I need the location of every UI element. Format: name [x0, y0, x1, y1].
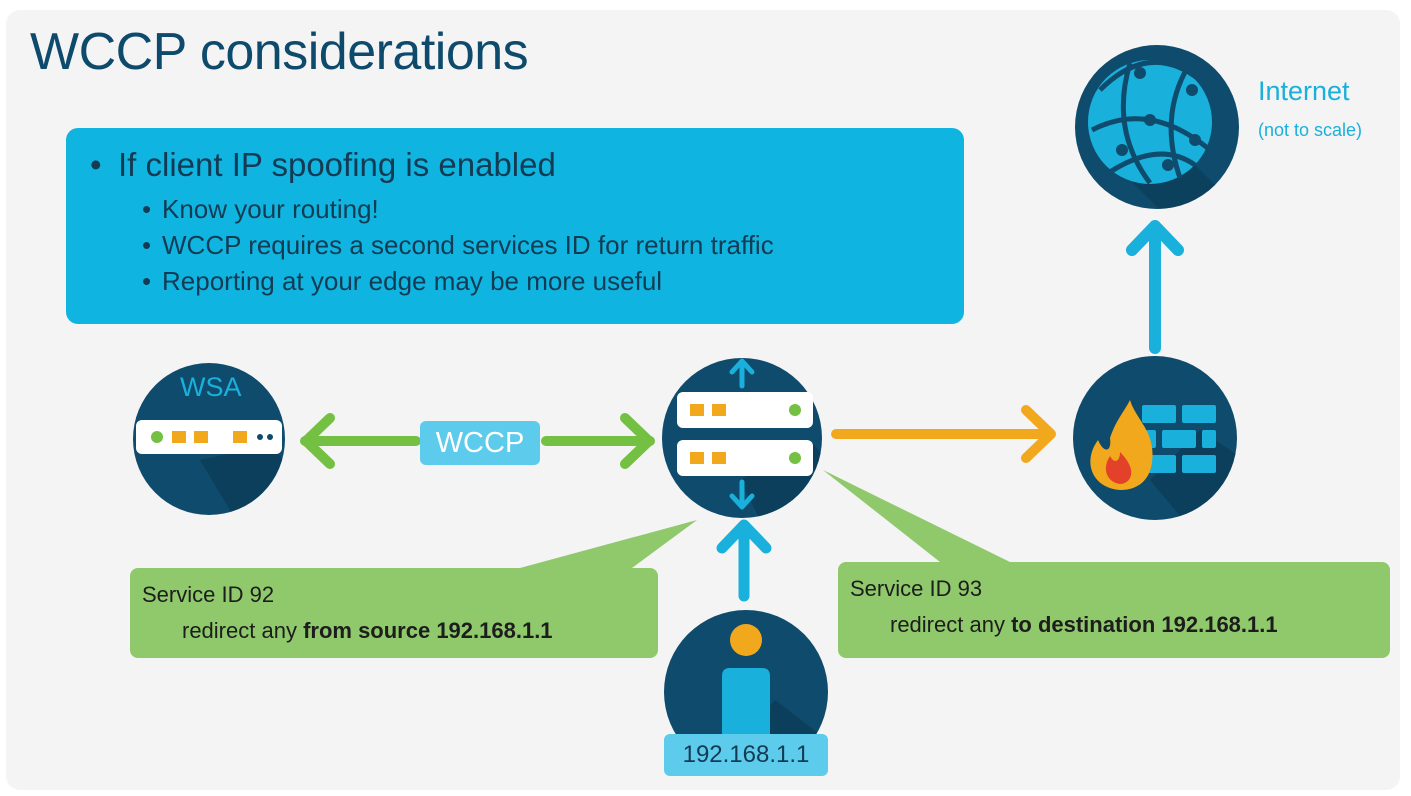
arrow-up-from-client — [716, 519, 772, 602]
service-92-rule: redirect any from source 192.168.1.1 — [182, 618, 553, 644]
main-bullet: •If client IP spoofing is enabled — [90, 146, 556, 183]
firewall-icon — [1073, 356, 1237, 520]
service-92-bold: from source 192.168.1.1 — [303, 618, 553, 643]
sub-bullet: •Reporting at your edge may be more usef… — [142, 266, 663, 296]
wccp-bidirectional-arrow — [300, 413, 655, 469]
main-bullet-text: If client IP spoofing is enabled — [118, 146, 556, 183]
service-93-rule: redirect any to destination 192.168.1.1 — [890, 612, 1278, 638]
callout-93-pointer — [823, 470, 1010, 562]
service-92-title: Service ID 92 — [142, 582, 275, 607]
service-93-title: Service ID 93 — [850, 576, 983, 601]
sub-bullet: •Know your routing! — [142, 194, 379, 224]
wsa-label: WSA — [180, 372, 242, 402]
globe-icon — [1075, 45, 1239, 209]
sub-bullet-text: WCCP requires a second services ID for r… — [162, 230, 774, 260]
client-ip-label: 192.168.1.1 — [664, 734, 828, 776]
service-93-bold: to destination 192.168.1.1 — [1011, 612, 1278, 637]
arrow-up-to-internet — [1126, 220, 1184, 354]
page-title: WCCP considerations — [30, 23, 529, 81]
sub-bullet-text: Know your routing! — [162, 194, 379, 224]
sub-bullet: •WCCP requires a second services ID for … — [142, 230, 774, 260]
considerations-box: •If client IP spoofing is enabled •Know … — [66, 128, 964, 324]
scale-note: (not to scale) — [1258, 120, 1363, 140]
internet-label: Internet — [1258, 76, 1350, 106]
arrow-to-firewall — [831, 405, 1056, 463]
sub-bullet-text: Reporting at your edge may be more usefu… — [162, 266, 663, 296]
service-93-callout: Service ID 93 redirect any to destinatio… — [838, 562, 1390, 658]
router-icon — [662, 358, 822, 518]
service-93-prefix: redirect any — [890, 612, 1012, 637]
wccp-label: WCCP — [420, 421, 540, 465]
service-92-callout: Service ID 92 redirect any from source 1… — [130, 568, 658, 658]
service-92-prefix: redirect any — [182, 618, 304, 643]
callout-92-pointer — [520, 520, 697, 568]
